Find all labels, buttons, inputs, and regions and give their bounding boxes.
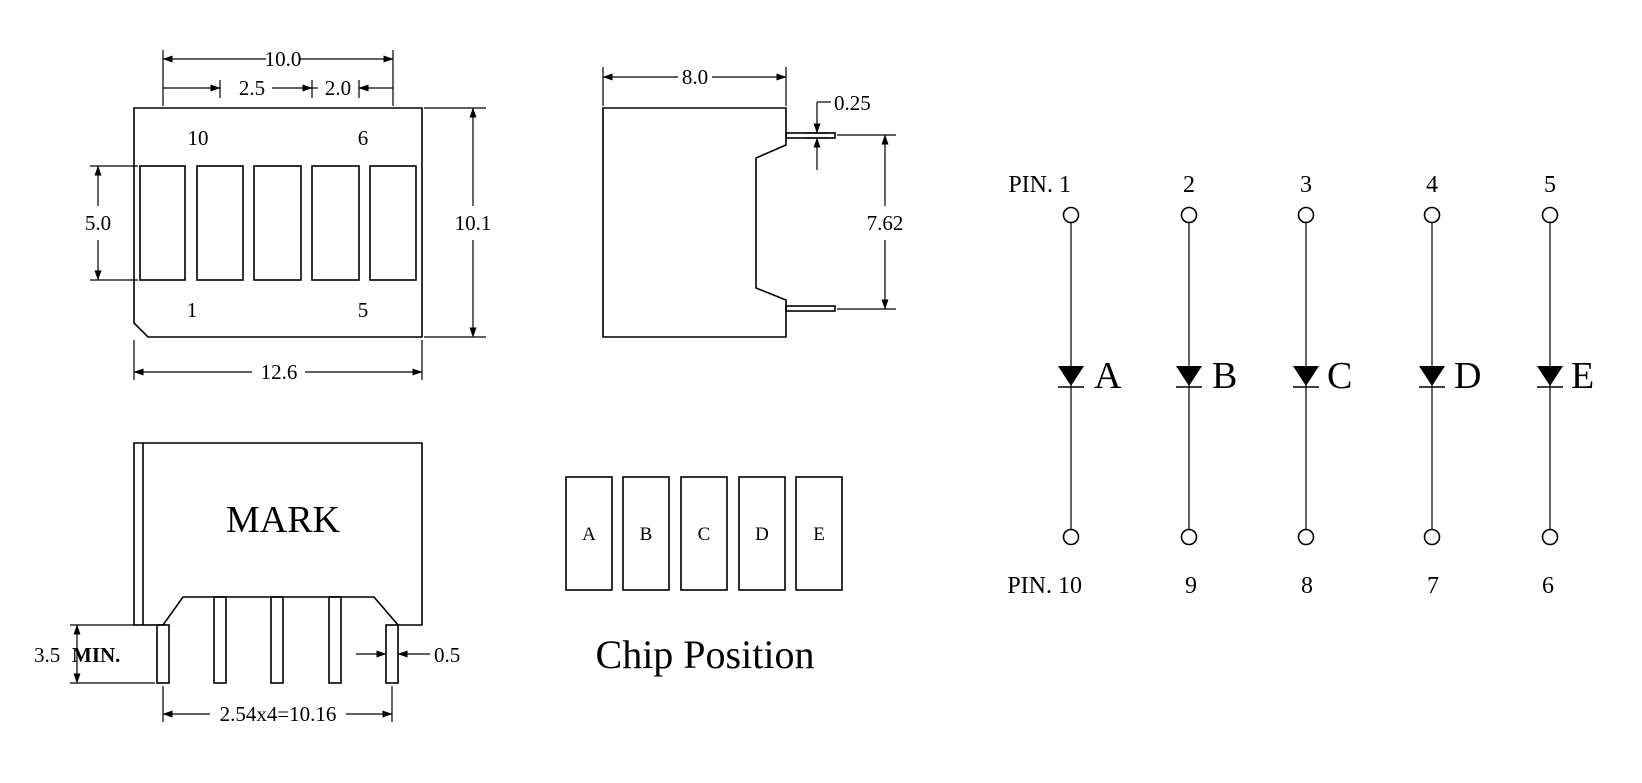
bottom-pin-terminal xyxy=(1423,528,1441,546)
segment-window xyxy=(369,165,417,281)
dim-side-width: 8.0 xyxy=(682,65,708,89)
bottom-pin-label: 9 xyxy=(1185,573,1197,599)
side-view-body xyxy=(602,107,787,338)
dim-segment-width: 2.0 xyxy=(325,76,351,100)
schematic: PIN. 1 A PIN. 10 2 B 9 3 C xyxy=(1007,172,1594,599)
dim-height: 10.1 xyxy=(455,211,492,235)
chip-label: E xyxy=(813,524,825,545)
bottom-pin-terminal xyxy=(1297,528,1315,546)
pin-label-top-right: 6 xyxy=(358,126,369,150)
dim-pitch: 2.5 xyxy=(239,76,265,100)
top-pin-label: 4 xyxy=(1426,172,1438,198)
led-column-c: 3 C 8 xyxy=(1293,172,1352,599)
pin-label-top-left: 10 xyxy=(188,126,209,150)
segment-window xyxy=(311,165,360,281)
led-d-diode-icon xyxy=(1419,366,1445,386)
top-pin-label: 2 xyxy=(1183,172,1195,198)
chip-box xyxy=(622,476,670,591)
chip-box xyxy=(795,476,843,591)
top-view: 10 6 1 5 10.0 2.5 2.0 5.0 10.1 xyxy=(85,47,492,384)
front-lead xyxy=(270,596,284,684)
front-view: MARK 3.5 MIN. 0.5 2.54x4=10.16 xyxy=(34,442,460,726)
segment-window xyxy=(196,165,244,281)
segment-window xyxy=(139,165,186,281)
front-lead xyxy=(156,624,170,684)
top-view-body xyxy=(133,107,423,338)
front-lead xyxy=(213,596,227,684)
pin-label-bottom-left: 1 xyxy=(187,298,198,322)
chip-label: A xyxy=(582,524,596,545)
bottom-pin-label: 6 xyxy=(1542,573,1554,599)
bottom-pin-terminal xyxy=(1541,528,1559,546)
led-e-diode-icon xyxy=(1537,366,1563,386)
top-pin-terminal xyxy=(1541,206,1559,224)
side-view: 8.0 0.25 7.62 xyxy=(602,65,904,338)
dim-lead-length: 3.5 xyxy=(34,643,60,667)
led-label: C xyxy=(1327,355,1352,397)
dim-width-top: 10.0 xyxy=(265,47,302,71)
dim-lead-spacing: 7.62 xyxy=(867,211,904,235)
led-label: D xyxy=(1454,355,1481,397)
dim-lead-pitch: 2.54x4=10.16 xyxy=(220,702,337,726)
led-label: B xyxy=(1212,355,1237,397)
chip-label: B xyxy=(640,524,653,545)
top-pin-label: 5 xyxy=(1544,172,1556,198)
top-pin-terminal xyxy=(1062,206,1080,224)
chip-box xyxy=(565,476,613,591)
bottom-pin-label: 8 xyxy=(1301,573,1313,599)
dim-lead-thickness: 0.25 xyxy=(834,91,871,115)
segment-window xyxy=(253,165,302,281)
top-pin-terminal xyxy=(1180,206,1198,224)
dim-width-bottom: 12.6 xyxy=(261,360,298,384)
bottom-pin-terminal xyxy=(1062,528,1080,546)
led-label: E xyxy=(1571,355,1594,397)
led-b-diode-icon xyxy=(1176,366,1202,386)
chip-label: C xyxy=(698,524,711,545)
side-lead-top xyxy=(785,132,836,139)
bottom-pin-label: PIN. 10 xyxy=(1007,573,1082,599)
dim-lead-length-suffix: MIN. xyxy=(72,643,120,667)
led-c-diode-icon xyxy=(1293,366,1319,386)
chip-position-title: Chip Position xyxy=(596,632,815,677)
chip-box xyxy=(680,476,728,591)
chip-box xyxy=(738,476,786,591)
top-pin-terminal xyxy=(1297,206,1315,224)
pin-label-bottom-right: 5 xyxy=(358,298,369,322)
dim-segment-height: 5.0 xyxy=(85,211,111,235)
bottom-pin-label: 7 xyxy=(1427,573,1439,599)
chip-position: A B C D E Chip Position xyxy=(565,476,843,677)
top-pin-terminal xyxy=(1423,206,1441,224)
led-label: A xyxy=(1094,355,1122,397)
top-pin-label: PIN. 1 xyxy=(1008,172,1071,198)
front-lead xyxy=(328,596,342,684)
led-column-e: 5 E 6 xyxy=(1537,172,1594,599)
dim-lead-width: 0.5 xyxy=(434,643,460,667)
chip-label: D xyxy=(755,524,769,545)
side-lead-bottom xyxy=(785,305,836,312)
mark-label: MARK xyxy=(226,499,341,541)
led-a-diode-icon xyxy=(1058,366,1084,386)
led-column-d: 4 D 7 xyxy=(1419,172,1481,599)
bottom-pin-terminal xyxy=(1180,528,1198,546)
front-lead xyxy=(385,624,399,684)
top-pin-label: 3 xyxy=(1300,172,1312,198)
led-column-a: PIN. 1 A PIN. 10 xyxy=(1007,172,1122,599)
led-column-b: 2 B 9 xyxy=(1176,172,1237,599)
